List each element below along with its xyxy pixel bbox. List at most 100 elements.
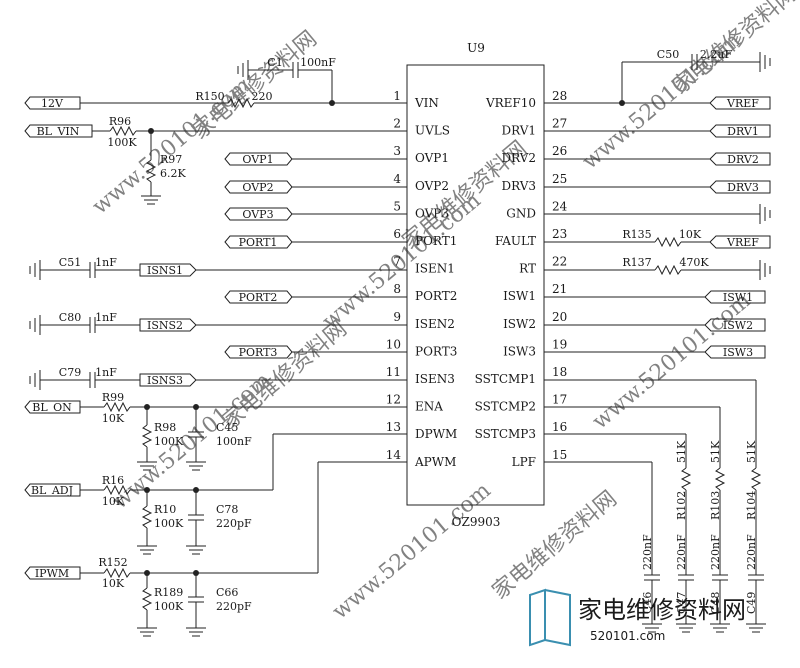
pin-name: PORT1: [415, 234, 457, 248]
r135-ref: R135: [622, 228, 651, 241]
r104-ref: R104: [745, 491, 758, 520]
pin-name: OVP1: [415, 151, 449, 165]
pin-number: 4: [393, 172, 401, 186]
resistor-r189: [141, 587, 153, 611]
net-label-isw1: ISW1: [723, 291, 753, 304]
logo-url-text: 520101.com: [590, 629, 665, 643]
resistor-r152: [103, 567, 131, 579]
pin-number: 17: [552, 393, 567, 407]
c1-ref: C1: [267, 56, 282, 69]
r103-value: 51K: [709, 440, 722, 463]
pin-name: APWM: [414, 455, 456, 469]
uvls-network: BL_VIN R96 100K R97 6.2K: [24, 115, 407, 205]
pin-name: SSTCMP1: [475, 372, 536, 386]
r135-value: 10K: [679, 228, 702, 241]
c66-ref: C66: [216, 586, 238, 599]
r10-ref: R10: [154, 503, 176, 516]
pin-number: 23: [552, 227, 567, 241]
r98-value: 100K: [154, 435, 184, 448]
r96-ref: R96: [109, 115, 131, 128]
pin-number: 1: [393, 89, 401, 103]
pin-name: VIN: [414, 96, 439, 110]
r16-ref: R16: [102, 474, 124, 487]
pin-number: 12: [386, 393, 401, 407]
net-label-port2: PORT2: [239, 291, 278, 304]
pin-name: GND: [506, 206, 536, 220]
c78-value: 220pF: [216, 517, 252, 530]
chip-ref: U9: [467, 41, 485, 55]
dpwm-network: BL_ADJ R16 10K R10 100K C78 220pF: [24, 433, 407, 555]
pin-number: 7: [393, 255, 401, 269]
resistor-r97: [145, 159, 157, 183]
r137-ref: R137: [622, 256, 651, 269]
pin-number: 6: [393, 227, 401, 241]
pin-number: 22: [552, 255, 567, 269]
pin-name: ISEN1: [415, 262, 455, 276]
c45-value: 100nF: [216, 435, 252, 448]
pin-name: ISW1: [503, 289, 536, 303]
pin-number: 16: [552, 420, 567, 434]
r104-value: 51K: [745, 440, 758, 463]
pin-name: SSTCMP3: [475, 427, 536, 441]
pin-number: 5: [393, 199, 401, 213]
pin-name: OVP2: [415, 179, 449, 193]
resistor-r16: [103, 484, 131, 496]
pin-name: UVLS: [415, 124, 450, 138]
pin-number: 20: [552, 310, 567, 324]
c48-value: 220nF: [709, 534, 722, 570]
net-label-isw2: ISW2: [723, 319, 753, 332]
net-label-12v: 12V: [41, 97, 64, 110]
pin-number: 10: [386, 337, 401, 351]
net-label-isns2: ISNS2: [147, 319, 183, 332]
pin-number: 24: [552, 199, 568, 213]
c80-value: 1nF: [95, 311, 117, 324]
pin-name: ISEN3: [415, 372, 455, 386]
rt-network: R137 470K: [544, 256, 771, 280]
resistor-r96: [109, 125, 137, 137]
watermark-url: www.520101.com: [588, 288, 756, 435]
c46-value: 220nF: [641, 534, 654, 570]
pin-name: PORT2: [415, 289, 457, 303]
r16-value: 10K: [102, 495, 125, 508]
net-label-ovp2: OVP2: [242, 181, 273, 194]
pin-number: 19: [552, 337, 567, 351]
net-label-ovp1: OVP1: [242, 153, 273, 166]
pin-number: 21: [552, 282, 567, 296]
net-label-ipwm: IPWM: [35, 567, 69, 580]
r97-ref: R97: [160, 153, 182, 166]
net-label-port3: PORT3: [239, 346, 278, 359]
net-label-bl-on: BL_ON: [32, 401, 72, 414]
resistor-r10: [141, 505, 153, 529]
c45-ref: C45: [216, 421, 238, 434]
watermark-cn: 家电维修资料网: [668, 0, 800, 100]
r103-ref: R103: [709, 491, 722, 520]
net-label-drv3: DRV3: [727, 181, 759, 194]
c50-ref: C50: [657, 48, 679, 61]
watermark-cn: 家电维修资料网: [218, 316, 352, 434]
pin-number: 3: [393, 144, 401, 158]
r98-ref: R98: [154, 421, 176, 434]
pin-number: 27: [552, 117, 567, 131]
ena-network: BL_ON R99 10K R98 100K C45 100nF: [24, 391, 407, 471]
watermark-cn: 家电维修资料网: [488, 486, 622, 604]
r150-ref: R150: [195, 90, 224, 103]
c51-ref: C51: [59, 256, 81, 269]
r152-value: 10K: [102, 577, 125, 590]
r99-value: 10K: [102, 412, 125, 425]
pin-name: ISW2: [503, 317, 536, 331]
net-label-ovp3: OVP3: [242, 208, 273, 221]
resistor-r102: [680, 467, 692, 491]
site-logo: 家电维修资料网 520101.com: [529, 588, 746, 647]
r189-ref: R189: [154, 586, 183, 599]
r10-value: 100K: [154, 517, 184, 530]
r97-value: 6.2K: [160, 167, 186, 180]
c79-value: 1nF: [95, 366, 117, 379]
isw-labels: ISW1 ISW2 ISW3: [544, 290, 766, 359]
pin-name: DRV3: [501, 179, 536, 193]
net-label-bl-adj: BL_ADJ: [31, 484, 73, 497]
fault-network: R135 10K VREF: [544, 228, 771, 249]
watermark-cn: 家电维修资料网: [188, 26, 322, 144]
pin-name: OVP3: [415, 206, 449, 220]
pin-number: 2: [393, 117, 401, 131]
net-label-drv2: DRV2: [727, 153, 759, 166]
